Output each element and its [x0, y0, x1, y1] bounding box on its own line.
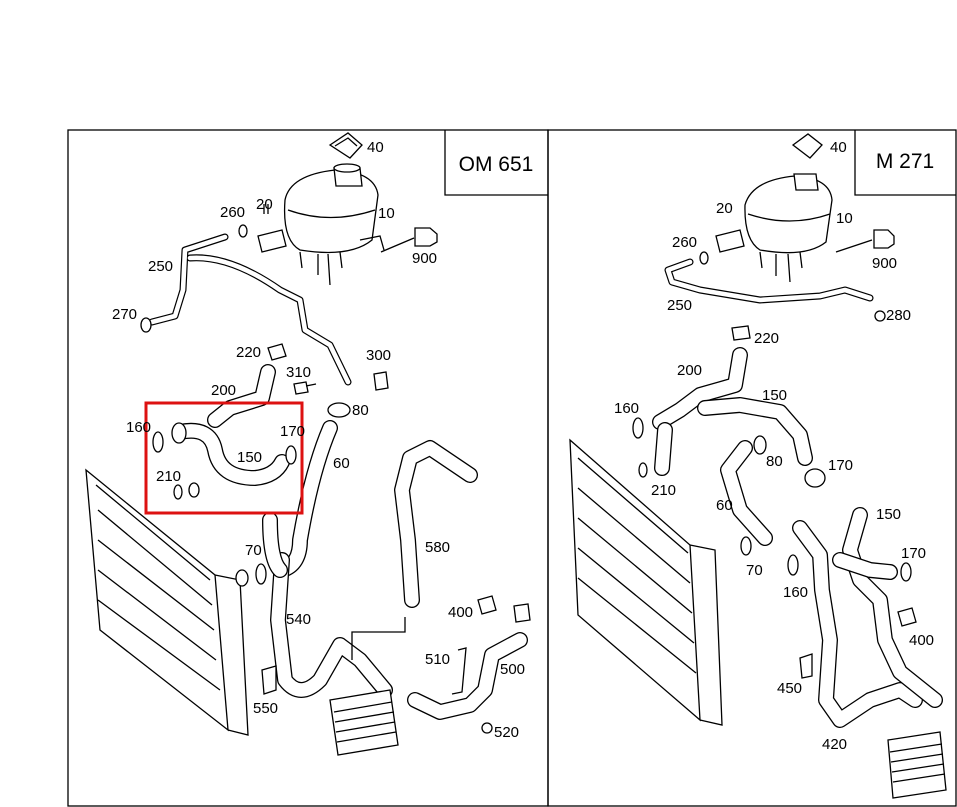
clamp-220 — [267, 343, 287, 361]
callout-right-900: 900 — [872, 255, 897, 272]
callout-right-200: 200 — [677, 362, 702, 379]
right-callouts: 40 10 20 260 900 250 280 220 200 150 160… — [614, 139, 934, 753]
callout-left-520: 520 — [494, 724, 519, 741]
oring-170-right — [804, 468, 826, 488]
callout-right-160b: 160 — [783, 584, 808, 601]
callout-left-80: 80 — [352, 402, 369, 419]
callout-left-510: 510 — [425, 651, 450, 668]
cap-40-right — [791, 133, 823, 159]
oil-cooler-right — [887, 731, 947, 799]
sensor-900 — [414, 227, 438, 247]
radiator-right — [569, 438, 723, 726]
oring-80 — [327, 402, 351, 418]
oring-280-right — [874, 310, 886, 322]
callout-left-250: 250 — [148, 258, 173, 275]
callout-left-540: 540 — [286, 611, 311, 628]
callout-right-280: 280 — [886, 307, 911, 324]
callout-left-60: 60 — [333, 455, 350, 472]
clamp-400 — [477, 595, 497, 615]
oring-70-right — [740, 536, 752, 556]
callout-left-260: 260 — [220, 204, 245, 221]
callout-left-550: 550 — [253, 700, 278, 717]
radiator-left — [85, 468, 249, 736]
callout-left-500: 500 — [500, 661, 525, 678]
highlight-box — [144, 401, 304, 515]
expansion-tank — [257, 163, 385, 286]
clip-520 — [481, 722, 493, 734]
callout-right-150: 150 — [762, 387, 787, 404]
breather-hose-250-right — [664, 258, 874, 304]
callout-left-170: 170 — [280, 423, 305, 440]
oring-70 — [255, 563, 267, 585]
callout-right-40: 40 — [830, 139, 847, 156]
callout-left-150: 150 — [237, 449, 262, 466]
left-callouts: 40 10 20 260 900 250 270 220 310 300 200… — [112, 139, 525, 741]
oring-170 — [285, 445, 297, 465]
hose-150-lower-right — [842, 507, 943, 708]
callout-left-270: 270 — [112, 306, 137, 323]
left-engine-label: OM 651 — [459, 153, 534, 176]
callout-right-450: 450 — [777, 680, 802, 697]
callout-right-210: 210 — [651, 482, 676, 499]
oring-80-right — [753, 435, 767, 455]
callout-left-40: 40 — [367, 139, 384, 156]
callout-right-80: 80 — [766, 453, 783, 470]
bolt-310 — [293, 381, 309, 395]
oil-cooler-left — [329, 689, 399, 756]
oring-160-right — [632, 417, 644, 439]
callout-left-300: 300 — [366, 347, 391, 364]
oring-170b-right — [900, 562, 912, 582]
callout-left-900: 900 — [412, 250, 437, 267]
callout-right-10: 10 — [836, 210, 853, 227]
callout-left-10: 10 — [378, 205, 395, 222]
callout-right-160: 160 — [614, 400, 639, 417]
oring-160b-right — [787, 554, 799, 576]
callout-left-400: 400 — [448, 604, 473, 621]
callout-right-420: 420 — [822, 736, 847, 753]
left-panel-drawing — [85, 132, 531, 756]
bracket-510 — [451, 647, 467, 695]
callout-right-220: 220 — [754, 330, 779, 347]
callout-left-70: 70 — [245, 542, 262, 559]
cap-40 — [328, 132, 363, 159]
bracket-550 — [261, 665, 277, 695]
callout-left-200: 200 — [211, 382, 236, 399]
oring-260 — [238, 224, 248, 238]
clip-300 — [373, 371, 389, 391]
callout-right-150b: 150 — [876, 506, 901, 523]
bracket-450-right — [799, 653, 813, 679]
callout-right-170b: 170 — [901, 545, 926, 562]
callout-right-260: 260 — [672, 234, 697, 251]
callout-right-60: 60 — [716, 497, 733, 514]
right-panel-frame — [547, 129, 957, 807]
callout-left-210: 210 — [156, 468, 181, 485]
callout-left-20: 20 — [256, 196, 273, 213]
clamp-400-right — [897, 607, 917, 627]
sensor-900-right — [873, 229, 895, 249]
oring-210-right — [638, 462, 648, 478]
callout-right-400: 400 — [909, 632, 934, 649]
callout-left-160: 160 — [126, 419, 151, 436]
clamp-220-right — [731, 325, 751, 341]
callout-left-580: 580 — [425, 539, 450, 556]
callout-right-170: 170 — [828, 457, 853, 474]
oring-160 — [152, 431, 164, 453]
left-engine-label-box: OM 651 — [444, 130, 548, 196]
callout-right-70: 70 — [746, 562, 763, 579]
right-panel-drawing — [569, 133, 947, 799]
callout-left-310: 310 — [286, 364, 311, 381]
expansion-tank-right — [715, 173, 833, 283]
oring-210 — [173, 484, 183, 500]
right-engine-label: M 271 — [876, 150, 934, 173]
callout-right-250: 250 — [667, 297, 692, 314]
callout-right-20: 20 — [716, 200, 733, 217]
callout-left-220: 220 — [236, 344, 261, 361]
right-engine-label-box: M 271 — [854, 130, 956, 196]
oring-270 — [140, 317, 152, 333]
